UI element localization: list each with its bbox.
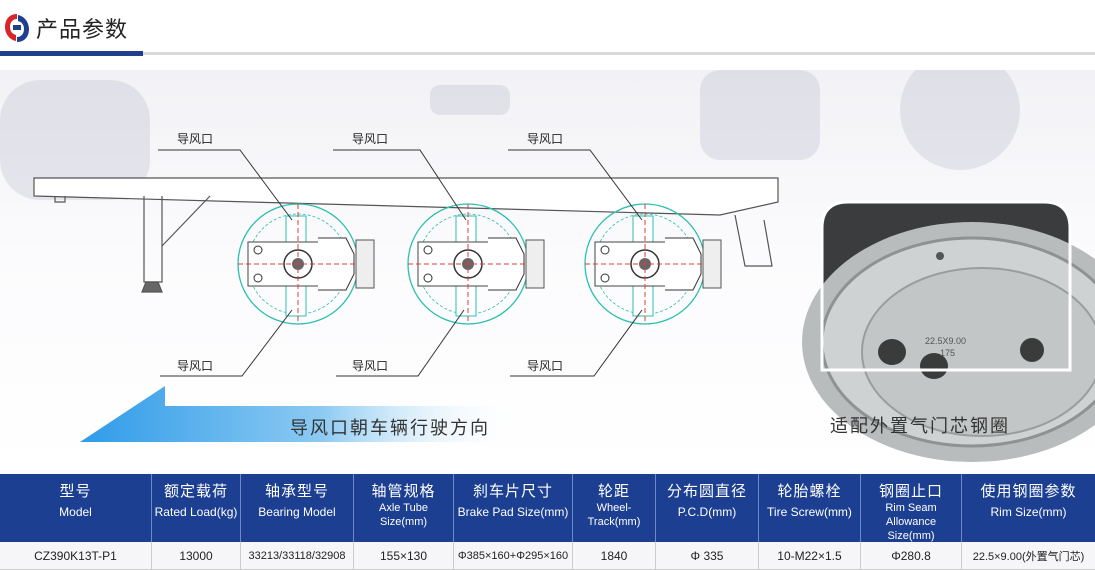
spec-table-header: 型号 Model 额定载荷 Rated Load(kg) 轴承型号 Bearin… [0,474,1095,542]
spec-table: 型号 Model 额定载荷 Rated Load(kg) 轴承型号 Bearin… [0,474,1095,570]
cell-rim-size: 22.5×9.00(外置气门芯) [972,551,1085,563]
vent-label-bottom-2: 导风口 [352,359,389,373]
axle-assembly-1 [237,203,375,325]
col-header-model: 型号 Model [0,474,152,542]
product-diagram: 导风口 导风口 导风口 导风口 导风口 导风口 22.5X9.00 175 导风… [0,70,1095,470]
direction-arrow [80,386,520,442]
col-header-pcd: 分布圆直径 P.C.D(mm) [656,474,759,542]
cell-model: CZ390K13T-P1 [0,542,152,570]
table-row: CZ390K13T-P1 13000 33213/33118/32908 155… [0,542,1095,570]
rim-stamp-number: 175 [940,348,956,358]
cell-pcd: Φ 335 [656,542,759,570]
vent-label-bottom-1: 导风口 [177,359,214,373]
cell-tire-screw: 10-M22×1.5 [759,542,861,570]
col-header-tire-screw: 轮胎螺栓 Tire Screw(mm) [759,474,861,542]
col-header-rim-seam: 钢圈止口 Rim Seam Allowance Size(mm) [861,474,962,542]
cell-axle-tube: 155×130 [354,542,454,570]
rim-stamp-size: 22.5X9.00 [925,336,967,346]
brand-logo-icon [5,14,29,42]
page-header: 产品参数 [0,0,1095,58]
cell-brake-pad: Φ385×160+Φ295×160 [454,542,573,570]
cell-bearing-model: 33213/33118/32908 [241,542,354,570]
vent-label-top-2: 导风口 [352,132,389,146]
page-title: 产品参数 [36,18,129,43]
col-header-rated-load: 额定载荷 Rated Load(kg) [152,474,241,542]
col-header-wheel-track: 轮距 Wheel- Track(mm) [573,474,656,542]
steel-rim-image [802,200,1095,462]
vent-label-bottom-3: 导风口 [527,359,564,373]
cell-rim-seam: Φ280.8 [861,542,962,570]
vent-label-top-3: 导风口 [527,132,564,146]
vent-label-top-1: 导风口 [177,132,214,146]
axle-assembly-3 [584,203,722,325]
cell-wheel-track: 1840 [573,542,656,570]
trailer-frame [33,177,779,293]
header-accent-bar [0,51,143,56]
col-header-axle-tube: 轴管规格 Axle Tube Size(mm) [354,474,454,542]
cell-rated-load: 13000 [152,542,241,570]
col-header-rim-size: 使用钢圈参数 Rim Size(mm) [980,482,1077,519]
axle-schematic [0,70,1095,462]
leader-lines [158,149,643,377]
direction-caption: 导风口朝车辆行驶方向 [290,418,490,439]
col-header-bearing-model: 轴承型号 Bearing Model [241,474,354,542]
axle-assembly-2 [407,203,545,325]
rim-caption: 适配外置气门芯钢圈 [830,416,1010,437]
col-header-brake-pad: 刹车片尺寸 Brake Pad Size(mm) [454,474,573,542]
header-divider [0,52,1095,55]
